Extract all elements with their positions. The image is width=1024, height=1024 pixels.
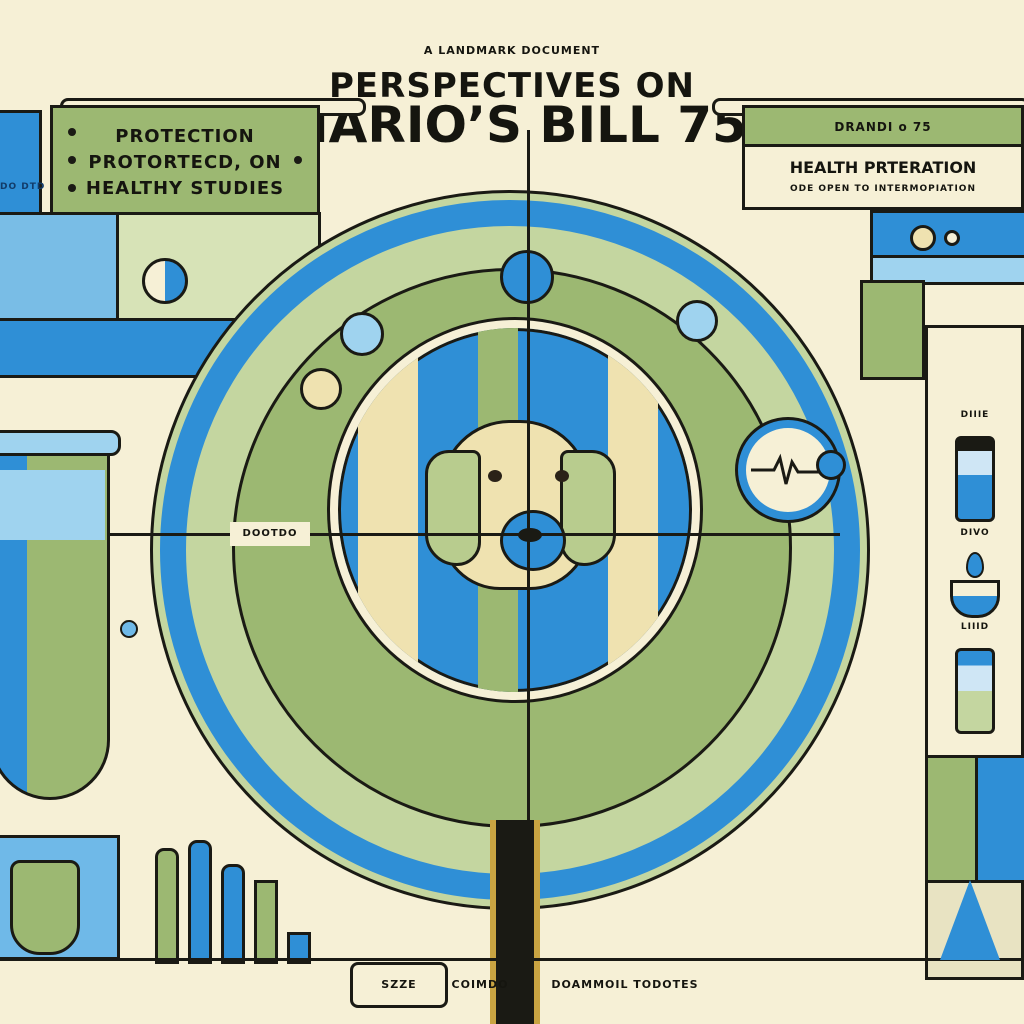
test-tube-liquid-top — [0, 470, 105, 540]
crosshair-label-bg — [230, 522, 310, 546]
left-text-panel — [50, 105, 320, 215]
right-column-label-2: DIVO — [960, 528, 990, 538]
right-column-label-3: LIIID — [960, 622, 990, 632]
crosshair-label: DOOTDO — [242, 528, 298, 539]
bullet-dot — [68, 128, 76, 136]
right-green-column — [860, 280, 925, 380]
left-panel-line-2: PROTORTECD, ON — [88, 152, 282, 173]
bar-icon — [155, 848, 179, 964]
dog-ear-right — [560, 450, 616, 566]
left-side-label: DO DTD — [0, 182, 46, 192]
right-column-label-1: DIIIE — [960, 410, 990, 420]
flask-round-icon — [950, 580, 1000, 618]
right-panel-top-label: DRANDI o 75 — [834, 120, 932, 134]
bullet-dot — [68, 156, 76, 164]
crosshair-vertical — [527, 130, 530, 870]
bubble-icon — [142, 258, 188, 304]
vial-icon — [955, 648, 995, 734]
bullet-dot — [68, 184, 76, 192]
right-light-blue-strip — [870, 255, 1024, 285]
bullet-dot — [294, 156, 302, 164]
left-panel-line-3: HEALTHY STUDIES — [85, 178, 285, 199]
bar-icon — [188, 840, 212, 964]
baseline — [0, 958, 1024, 961]
monitor-knob — [816, 450, 846, 480]
lens-stripe — [358, 328, 418, 692]
left-light-blue-block — [0, 212, 119, 322]
magnifier-handle — [490, 820, 540, 1024]
right-panel-header — [742, 105, 1024, 147]
right-gold-knob — [910, 225, 936, 251]
footer-label-2: COIMDO — [451, 978, 509, 991]
footer-label-3: DOAMMOIL TODOTES — [551, 978, 699, 991]
flask-icon — [10, 860, 80, 955]
right-small-knob — [944, 230, 960, 246]
right-bottom-green — [925, 755, 980, 885]
left-panel-line-1: PROTECTION — [115, 126, 255, 147]
droplet-icon — [966, 552, 984, 578]
crosshair-horizontal — [110, 533, 840, 536]
title-line-1: PERSPECTIVES ON — [329, 66, 695, 106]
dog-ear-left — [425, 450, 481, 566]
right-panel-title: HEALTH PRTERATION — [789, 158, 977, 177]
bubble-icon — [300, 368, 342, 410]
left-blue-block — [0, 110, 42, 215]
pulse-line-icon — [751, 453, 826, 485]
lens-stripe — [608, 328, 658, 692]
left-lower-blue-strip — [0, 318, 237, 378]
footer-tag — [350, 962, 448, 1008]
vial-icon — [955, 436, 995, 522]
bubble-icon — [340, 312, 384, 356]
bar-icon — [221, 864, 245, 964]
header-kicker: A LANDMARK DOCUMENT — [423, 44, 601, 57]
right-cream-column — [925, 325, 1024, 765]
footer-label-1: SZZE — [381, 978, 417, 991]
dog-eye-right — [555, 470, 569, 482]
right-panel-subtitle: ODE OPEN TO INTERMOPIATION — [790, 184, 976, 194]
bar-icon — [254, 880, 278, 964]
bubble-icon — [676, 300, 718, 342]
test-tube-bubble — [120, 620, 138, 638]
erlenmeyer-flask-icon — [940, 880, 1000, 960]
right-bottom-blue — [975, 755, 1024, 885]
dog-eye-left — [488, 470, 502, 482]
right-panel-body — [742, 144, 1024, 210]
test-tube-rim — [0, 430, 121, 456]
